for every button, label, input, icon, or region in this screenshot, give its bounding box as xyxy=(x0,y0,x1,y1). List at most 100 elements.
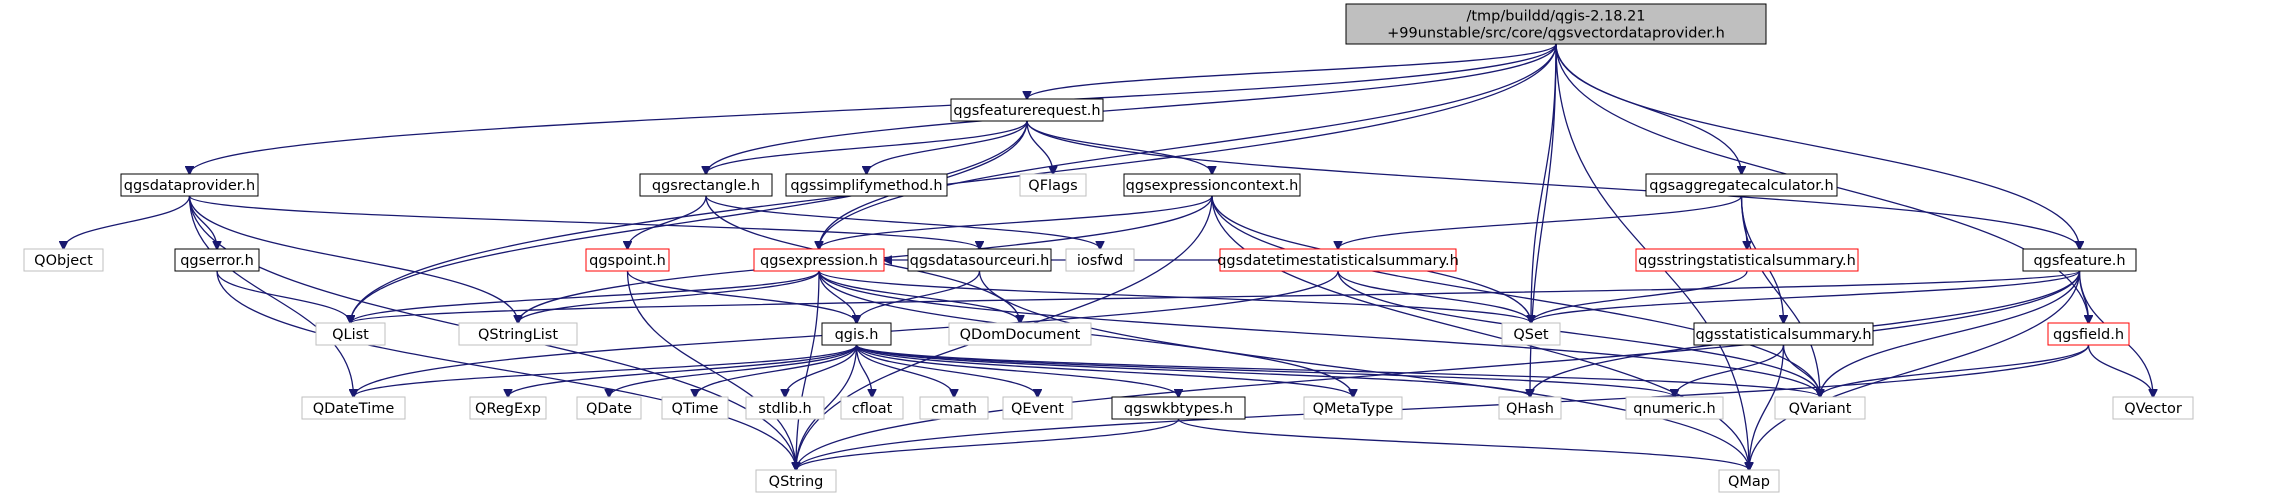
node-label-qgswkbtypes: qgswkbtypes.h xyxy=(1124,401,1233,417)
node-qvector[interactable]: QVector xyxy=(2112,396,2194,420)
node-qstringlist[interactable]: QStringList xyxy=(458,322,578,346)
node-qmetatype[interactable]: QMetaType xyxy=(1303,396,1403,420)
node-label-qstring: QString xyxy=(769,474,824,490)
node-label-qlist: QList xyxy=(332,327,369,343)
edge-qgsexpression-to-qvariant xyxy=(818,270,1820,397)
node-qset[interactable]: QSet xyxy=(1501,322,1561,346)
edge-qgswkbtypes-to-qstring xyxy=(796,418,1180,470)
node-box-qset xyxy=(1501,322,1561,346)
node-box-qlist xyxy=(315,322,386,346)
node-qgis[interactable]: qgis.h xyxy=(821,322,892,346)
edge-qgsdataprovider-to-qdatetime xyxy=(188,195,354,397)
node-box-qmetatype xyxy=(1303,396,1403,420)
node-qflags[interactable]: QFlags xyxy=(1019,173,1087,197)
node-box-qgsexpressioncontext xyxy=(1123,173,1301,197)
edge-qgis-to-qregexp xyxy=(508,344,858,397)
node-qtime[interactable]: QTime xyxy=(661,396,729,420)
edge-qgis-to-qdatetime xyxy=(354,344,858,397)
edge-qgsrectangle-to-iosfwd xyxy=(705,195,1100,249)
edge-root-to-qgsaggregatecalculator xyxy=(1555,43,1742,174)
node-qdate[interactable]: QDate xyxy=(576,396,642,420)
node-qgssimplifymethod[interactable]: qgssimplifymethod.h xyxy=(785,173,948,197)
node-label-qmap: QMap xyxy=(1728,474,1770,490)
node-box-qgsfield xyxy=(2047,322,2130,346)
node-qdatetime[interactable]: QDateTime xyxy=(301,396,406,420)
edge-qgsexpressioncontext-to-qvariant xyxy=(1211,195,1820,397)
node-qevent[interactable]: QEvent xyxy=(1002,396,1073,420)
edge-qgsrectangle-to-qgspoint xyxy=(628,195,707,249)
node-label-qstringlist: QStringList xyxy=(478,327,558,343)
edge-qgis-to-qevent xyxy=(855,344,1038,397)
node-box-qgsfeaturerequest xyxy=(950,98,1104,122)
edge-qgswkbtypes-to-qmap xyxy=(1177,418,1750,470)
node-stdlib[interactable]: stdlib.h xyxy=(745,396,825,420)
node-qstring[interactable]: QString xyxy=(755,469,837,493)
edge-qgis-to-qdate xyxy=(609,344,858,397)
node-qgsfeaturerequest[interactable]: qgsfeaturerequest.h xyxy=(950,98,1104,122)
node-qdomdocument[interactable]: QDomDocument xyxy=(948,322,1092,346)
edge-root-to-qgsfeature xyxy=(1555,43,2080,249)
edge-qgis-to-qnumeric xyxy=(855,344,1675,397)
node-qgswkbtypes[interactable]: qgswkbtypes.h xyxy=(1111,396,1246,420)
node-label-qflags: QFlags xyxy=(1028,178,1077,194)
node-qgsfield[interactable]: qgsfield.h xyxy=(2047,322,2130,346)
node-label-cfloat: cfloat xyxy=(852,401,893,417)
edge-qgis-to-stdlib xyxy=(785,344,858,397)
edge-qgsdatetimestatisticalsummary-to-qset xyxy=(1337,270,1531,323)
edge-qgsfeaturerequest-to-qlist xyxy=(351,120,1028,323)
node-qregexp[interactable]: QRegExp xyxy=(469,396,547,420)
node-label-iosfwd: iosfwd xyxy=(1077,253,1123,269)
node-qgspoint[interactable]: qgspoint.h xyxy=(585,248,670,272)
node-qlist[interactable]: QList xyxy=(315,322,386,346)
edge-qgis-to-qvariant xyxy=(855,344,1821,397)
node-box-qgswkbtypes xyxy=(1111,396,1246,420)
node-qgsrectangle[interactable]: qgsrectangle.h xyxy=(639,173,773,197)
node-qobject[interactable]: QObject xyxy=(23,248,104,272)
node-box-qdomdocument xyxy=(948,322,1092,346)
edge-root-to-qgsexpression xyxy=(819,43,1557,249)
node-box-qdate xyxy=(576,396,642,420)
node-qhash[interactable]: QHash xyxy=(1498,396,1562,420)
edge-qgspoint-to-qgis xyxy=(626,270,857,323)
edge-qgsdataprovider-to-qstringlist xyxy=(188,195,519,323)
edge-qgsfeature-to-qstring xyxy=(796,270,2081,470)
node-qgsfeature[interactable]: qgsfeature.h xyxy=(2022,248,2137,272)
edge-qgsstatisticalsummary-to-qnumeric xyxy=(1675,344,1785,397)
node-qgsexpressioncontext[interactable]: qgsexpressioncontext.h xyxy=(1123,173,1301,197)
node-label-qvector: QVector xyxy=(2124,401,2182,417)
edge-qgsfeature-to-qvariant xyxy=(1820,270,2081,397)
node-label-qgsfeaturerequest: qgsfeaturerequest.h xyxy=(953,103,1100,119)
edge-qgsfeaturerequest-to-qgsrectangle xyxy=(706,120,1028,174)
node-label-qgsrectangle: qgsrectangle.h xyxy=(652,178,760,194)
edge-root-to-qgsrectangle xyxy=(706,43,1557,174)
node-iosfwd[interactable]: iosfwd xyxy=(1065,248,1135,272)
node-qgsstatisticalsummary[interactable]: qgsstatisticalsummary.h xyxy=(1693,322,1874,346)
node-qgsexpression[interactable]: qgsexpression.h xyxy=(753,248,885,272)
edge-qgsdatetimestatisticalsummary-to-qvariant xyxy=(1337,270,1820,397)
edge-qgsstatisticalsummary-to-qmap xyxy=(1749,344,1785,470)
node-cfloat[interactable]: cfloat xyxy=(840,396,904,420)
edge-qgsdataprovider-to-qobject xyxy=(64,195,191,249)
node-qnumeric[interactable]: qnumeric.h xyxy=(1625,396,1724,420)
node-box-qvariant xyxy=(1774,396,1866,420)
node-qgsdatasourceuri[interactable]: qgsdatasourceuri.h xyxy=(907,248,1052,272)
node-box-qtime xyxy=(661,396,729,420)
node-qgsdataprovider[interactable]: qgsdataprovider.h xyxy=(120,173,259,197)
node-box-qgsstatisticalsummary xyxy=(1693,322,1874,346)
node-box-qgsaggregatecalculator xyxy=(1645,173,1838,197)
node-qvariant[interactable]: QVariant xyxy=(1774,396,1866,420)
node-label-qdatetime: QDateTime xyxy=(313,401,395,417)
node-cmath[interactable]: cmath xyxy=(919,396,989,420)
node-qgsstringstatisticalsummary[interactable]: qgsstringstatisticalsummary.h xyxy=(1635,248,1859,272)
node-box-qgssimplifymethod xyxy=(785,173,948,197)
node-box-qstringlist xyxy=(458,322,578,346)
node-qgsaggregatecalculator[interactable]: qgsaggregatecalculator.h xyxy=(1645,173,1838,197)
node-qmap[interactable]: QMap xyxy=(1718,469,1780,493)
node-box-qflags xyxy=(1019,173,1087,197)
node-qgserror[interactable]: qgserror.h xyxy=(174,248,260,272)
node-qgsdatetimestatisticalsummary[interactable]: qgsdatetimestatisticalsummary.h xyxy=(1217,248,1459,272)
node-box-qmap xyxy=(1718,469,1780,493)
node-label-root: +99unstable/src/core/qgsvectordataprovid… xyxy=(1387,26,1725,42)
edge-qgsexpressioncontext-to-qgsexpression xyxy=(819,195,1213,249)
edge-qgsstringstatisticalsummary-to-qset xyxy=(1531,270,1748,323)
